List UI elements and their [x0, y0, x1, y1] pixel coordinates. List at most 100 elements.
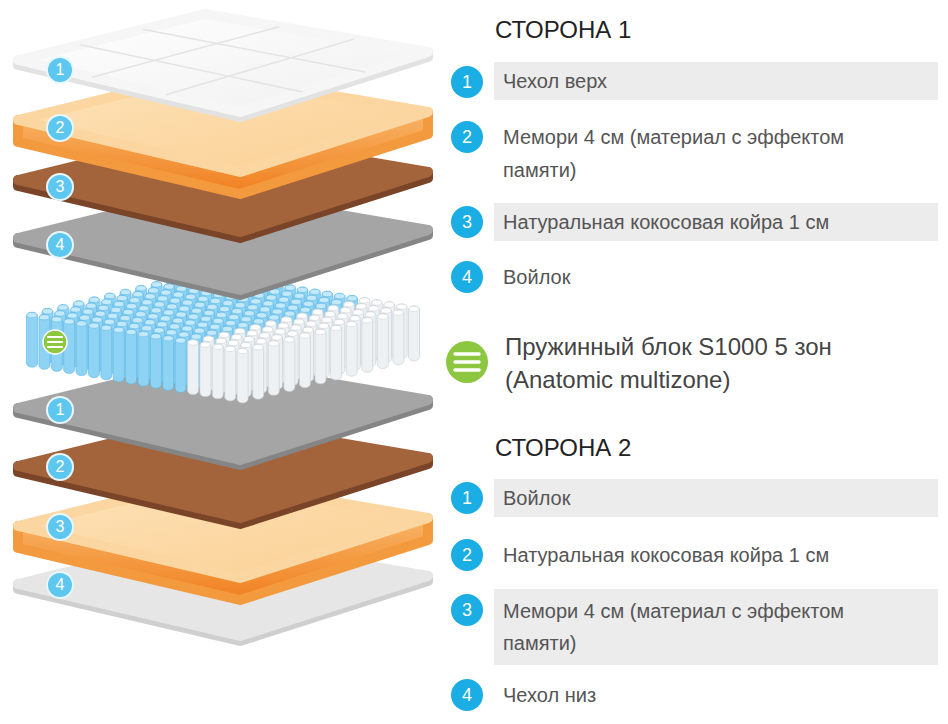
callout-digit: 3: [56, 179, 65, 195]
spring-top: [226, 320, 236, 325]
spring-top: [254, 319, 264, 324]
spring-top: [276, 303, 286, 308]
spring-top: [117, 321, 127, 326]
spring-top: [300, 307, 310, 312]
spring-top: [142, 300, 152, 305]
material-name: Мемори 4 см (материал с эффектом памяти): [503, 121, 888, 187]
spring-top: [27, 313, 37, 318]
spring-top: [204, 336, 214, 341]
spring-top: [145, 320, 155, 325]
spring-top: [89, 323, 99, 328]
spring-top: [43, 309, 53, 314]
callout-number: 1: [451, 482, 483, 514]
callout-number: 4: [46, 571, 74, 599]
spring-top: [223, 300, 233, 305]
spring-coil: [225, 346, 236, 401]
callout-digit: 4: [462, 686, 472, 704]
spring-top: [83, 309, 93, 314]
quilt-line: [143, 29, 366, 72]
spring-coil: [76, 321, 87, 376]
spring-top: [111, 307, 121, 312]
spring-top: [182, 326, 192, 331]
callout-number: 1: [451, 66, 483, 98]
spring-top: [216, 338, 226, 343]
spring-top: [253, 345, 263, 350]
spring-top: [173, 292, 183, 297]
callout-digit: 4: [56, 237, 65, 253]
spring-top: [266, 321, 276, 326]
spring-top: [319, 297, 329, 302]
spring-coil: [237, 348, 248, 403]
spring-top: [244, 311, 254, 316]
spring-top: [310, 315, 320, 320]
spring-top: [294, 293, 304, 298]
spring-icon-line: [455, 368, 479, 372]
spring-top: [198, 296, 208, 301]
spring-top: [195, 302, 205, 307]
spring-coil: [331, 325, 342, 380]
spring-top: [64, 319, 74, 324]
callout-digit: 1: [56, 62, 65, 78]
spring-top: [350, 316, 360, 321]
spring-top: [204, 310, 214, 315]
spring-top: [151, 334, 161, 339]
spring-top: [151, 308, 161, 313]
spring-top: [95, 311, 105, 316]
spring-top: [179, 332, 189, 337]
callout-digit: 3: [462, 213, 472, 231]
spring-top: [263, 301, 273, 306]
material-band: Мемори 4 см (материал с эффектом памяти): [494, 589, 938, 665]
material-name: Натуральная кокосовая койра 1 см: [503, 543, 829, 568]
spring-top: [316, 329, 326, 334]
callout-digit: 1: [56, 402, 65, 418]
spring-top: [99, 305, 109, 310]
spring-top: [235, 303, 245, 308]
spring-top: [163, 336, 173, 341]
quilt-line: [80, 45, 302, 92]
spring-top: [378, 314, 388, 319]
spring-top: [248, 305, 258, 310]
spring-top: [186, 294, 196, 299]
spring-top: [310, 289, 320, 294]
spring-top: [126, 304, 136, 309]
spring-top: [58, 305, 68, 310]
spring-top: [114, 327, 124, 332]
spring-icon-line: [455, 352, 479, 356]
spring-top: [306, 321, 316, 326]
spring-coil: [362, 317, 373, 372]
spring-coil: [26, 312, 37, 367]
material-name: Войлок: [503, 485, 929, 511]
spring-top: [369, 306, 379, 311]
spring-coil: [113, 327, 124, 382]
spring-top: [176, 338, 186, 343]
callout-digit: 2: [56, 459, 65, 475]
spring-coil: [212, 344, 223, 399]
spring-top: [279, 297, 289, 302]
spring-top: [77, 321, 87, 326]
spring-coil: [88, 323, 99, 378]
spring-coil: [138, 331, 149, 386]
spring-top: [213, 318, 223, 323]
spring-top: [120, 290, 130, 295]
spring-top: [278, 323, 288, 328]
spring-top: [288, 331, 298, 336]
spring-top: [353, 310, 363, 315]
spring-top: [241, 317, 251, 322]
spring-coil: [101, 325, 112, 380]
spring-top: [294, 319, 304, 324]
spring-top: [138, 332, 148, 337]
spring-top: [384, 302, 394, 307]
material-band: Войлок: [494, 479, 938, 517]
spring-top: [176, 312, 186, 317]
spring-icon-line: [48, 336, 62, 338]
spring-top: [86, 303, 96, 308]
spring-top: [157, 322, 167, 327]
spring-top: [194, 328, 204, 333]
spring-icon: [43, 330, 67, 354]
spring-top: [341, 308, 351, 313]
spring-top: [409, 306, 419, 311]
spring-icon-line: [455, 360, 479, 364]
spring-top: [228, 340, 238, 345]
spring-top: [325, 311, 335, 316]
spring-top: [372, 300, 382, 305]
